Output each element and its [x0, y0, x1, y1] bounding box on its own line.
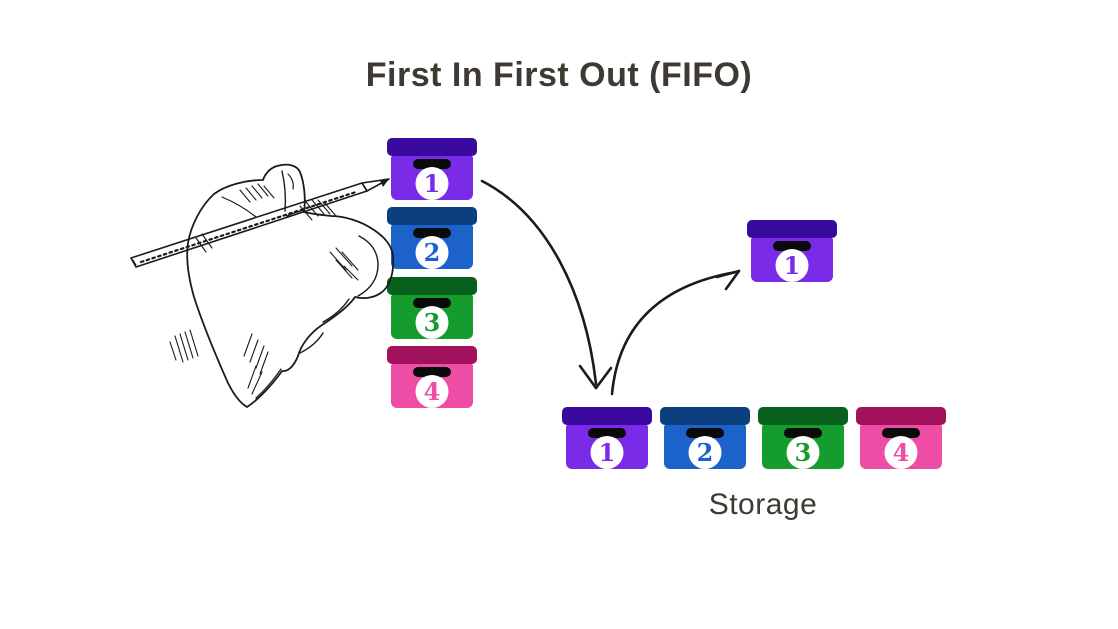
box-body: 2 [664, 425, 746, 469]
box-number: 1 [423, 168, 441, 198]
box-handle-slot [413, 298, 451, 308]
storage-label: Storage [708, 488, 818, 521]
storage-box-4: 4 [856, 407, 946, 469]
stack-box-4: 4 [387, 346, 477, 408]
box-handle-slot [882, 428, 920, 438]
box-lid [758, 407, 848, 425]
box-number: 4 [423, 376, 441, 406]
arrow-storage-to-output-icon [610, 269, 741, 396]
box-body: 4 [860, 425, 942, 469]
box-lid [562, 407, 652, 425]
box-number-badge: 4 [884, 436, 918, 469]
box-body: 3 [762, 425, 844, 469]
box-number: 1 [783, 250, 801, 280]
box-lid [856, 407, 946, 425]
box-lid [387, 346, 477, 364]
box-number: 2 [696, 437, 714, 467]
storage-box-2: 2 [660, 407, 750, 469]
storage-box-1: 1 [562, 407, 652, 469]
stack-box-2: 2 [387, 207, 477, 269]
box-number-badge: 1 [415, 167, 449, 200]
box-number-badge: 2 [688, 436, 722, 469]
box-lid [387, 207, 477, 225]
stack-box-3: 3 [387, 277, 477, 339]
output-box-1: 1 [747, 220, 837, 282]
storage-box-3: 3 [758, 407, 848, 469]
box-lid [660, 407, 750, 425]
box-body: 1 [751, 238, 833, 282]
box-lid [387, 277, 477, 295]
box-handle-slot [686, 428, 724, 438]
box-number: 3 [794, 437, 812, 467]
box-number: 3 [423, 307, 441, 337]
box-handle-slot [784, 428, 822, 438]
box-number: 1 [598, 437, 616, 467]
box-handle-slot [588, 428, 626, 438]
grip-hatch [299, 199, 337, 221]
box-number-badge: 2 [415, 236, 449, 269]
pencil-icon [130, 178, 390, 268]
arrow-stack-to-storage-icon [480, 179, 613, 390]
box-number: 2 [423, 237, 441, 267]
box-lid [747, 220, 837, 238]
box-body: 2 [391, 225, 473, 269]
box-number-badge: 3 [786, 436, 820, 469]
box-number-badge: 1 [590, 436, 624, 469]
box-body: 3 [391, 295, 473, 339]
box-handle-slot [413, 159, 451, 169]
hand-holding-pencil-icon [130, 163, 395, 408]
box-number: 4 [892, 437, 910, 467]
box-number-badge: 3 [415, 306, 449, 339]
stack-box-1: 1 [387, 138, 477, 200]
box-number-badge: 4 [415, 375, 449, 408]
box-body: 4 [391, 364, 473, 408]
box-handle-slot [773, 241, 811, 251]
hand-shading-hatch [169, 183, 359, 395]
box-handle-slot [413, 367, 451, 377]
box-handle-slot [413, 228, 451, 238]
box-body: 1 [391, 156, 473, 200]
box-number-badge: 1 [775, 249, 809, 282]
page-title: First In First Out (FIFO) [365, 56, 753, 94]
box-body: 1 [566, 425, 648, 469]
box-lid [387, 138, 477, 156]
